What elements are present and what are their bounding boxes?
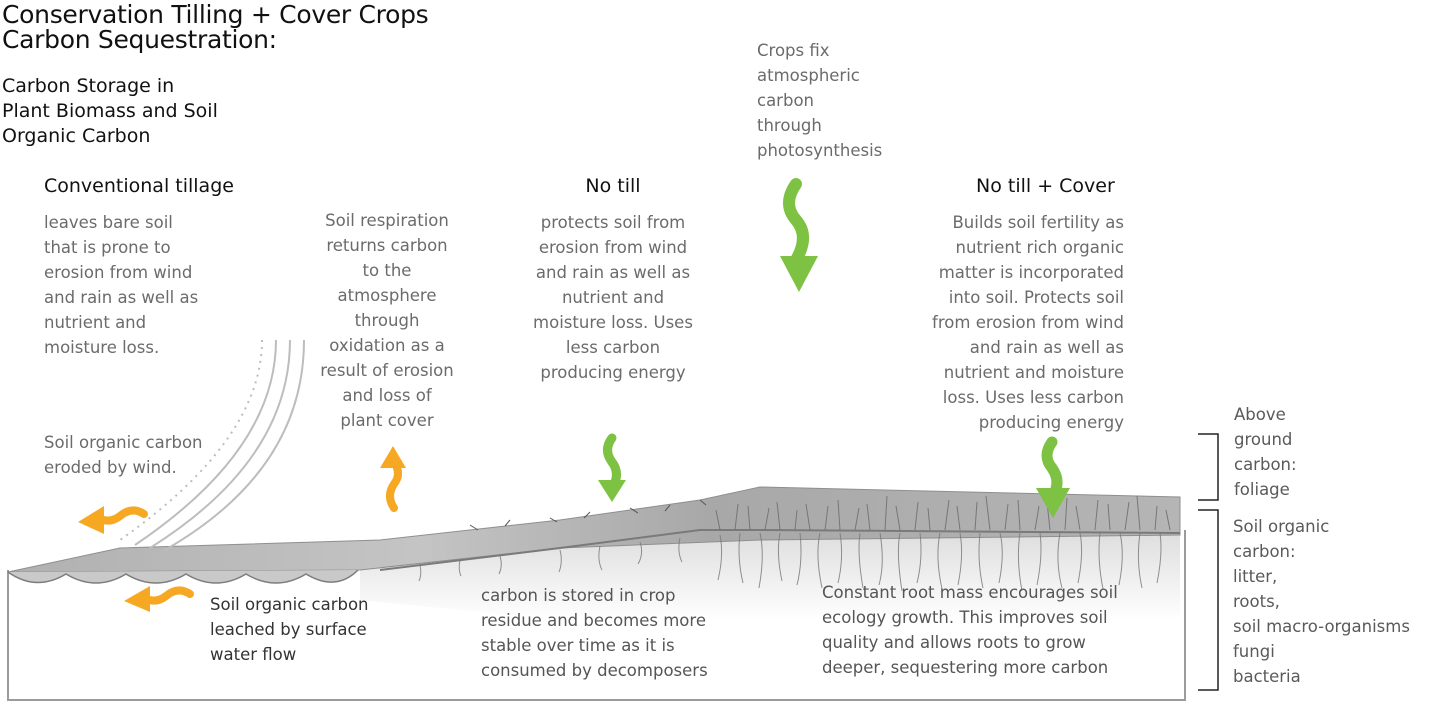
respiration-note: Soil respiration returns carbon to the a… — [320, 211, 454, 430]
orange-wavy-arrow-up-icon — [380, 446, 406, 512]
residue-note: carbon is stored in crop residue and bec… — [481, 586, 708, 680]
soil-body-shade — [360, 525, 1180, 620]
bracket-icon-soil — [1198, 509, 1219, 691]
page-title: Conservation Tilling + Cover Crops Carbo… — [2, 0, 429, 54]
roots — [418, 532, 1162, 592]
green-wavy-arrow-down-icon — [780, 178, 818, 292]
residue-stubble — [469, 499, 707, 531]
wind-lines-icon — [119, 339, 305, 551]
wind-erosion-note: Soil organic carbon eroded by wind. — [44, 433, 203, 477]
cover-crop-foliage — [715, 495, 1171, 531]
leaching-note: Soil organic carbon leached by surface w… — [210, 595, 369, 664]
conventional-heading: Conventional tillage — [44, 175, 234, 197]
bracket-icon-above — [1198, 433, 1219, 501]
green-wavy-arrow-down-icon-2 — [598, 433, 626, 502]
eroded-edge — [7, 569, 359, 584]
no-till-heading: No till — [585, 175, 641, 197]
soil-block — [7, 530, 1186, 701]
orange-wavy-arrow-left-icon-2 — [124, 586, 194, 612]
orange-wavy-arrow-left-icon — [78, 506, 148, 534]
conventional-text: leaves bare soil that is prone to erosio… — [44, 213, 199, 357]
root-mass-note: Constant root mass encourages soil ecolo… — [822, 583, 1118, 677]
no-till-text: protects soil from erosion from wind and… — [533, 213, 693, 382]
no-till-cover-text: Builds soil fertility as nutrient rich o… — [932, 213, 1124, 432]
legend-soil-organic: Soil organic carbon: litter, roots, soil… — [1233, 517, 1410, 686]
green-wavy-arrow-down-icon-3 — [1036, 436, 1070, 518]
legend-above-ground: Above ground carbon: foliage — [1234, 405, 1297, 499]
no-till-cover-heading: No till + Cover — [976, 175, 1115, 197]
photosynthesis-note: Crops fix atmospheric carbon through pho… — [757, 41, 883, 160]
page-subtitle: Carbon Storage in Plant Biomass and Soil… — [2, 75, 218, 147]
residue-line — [379, 529, 1181, 571]
